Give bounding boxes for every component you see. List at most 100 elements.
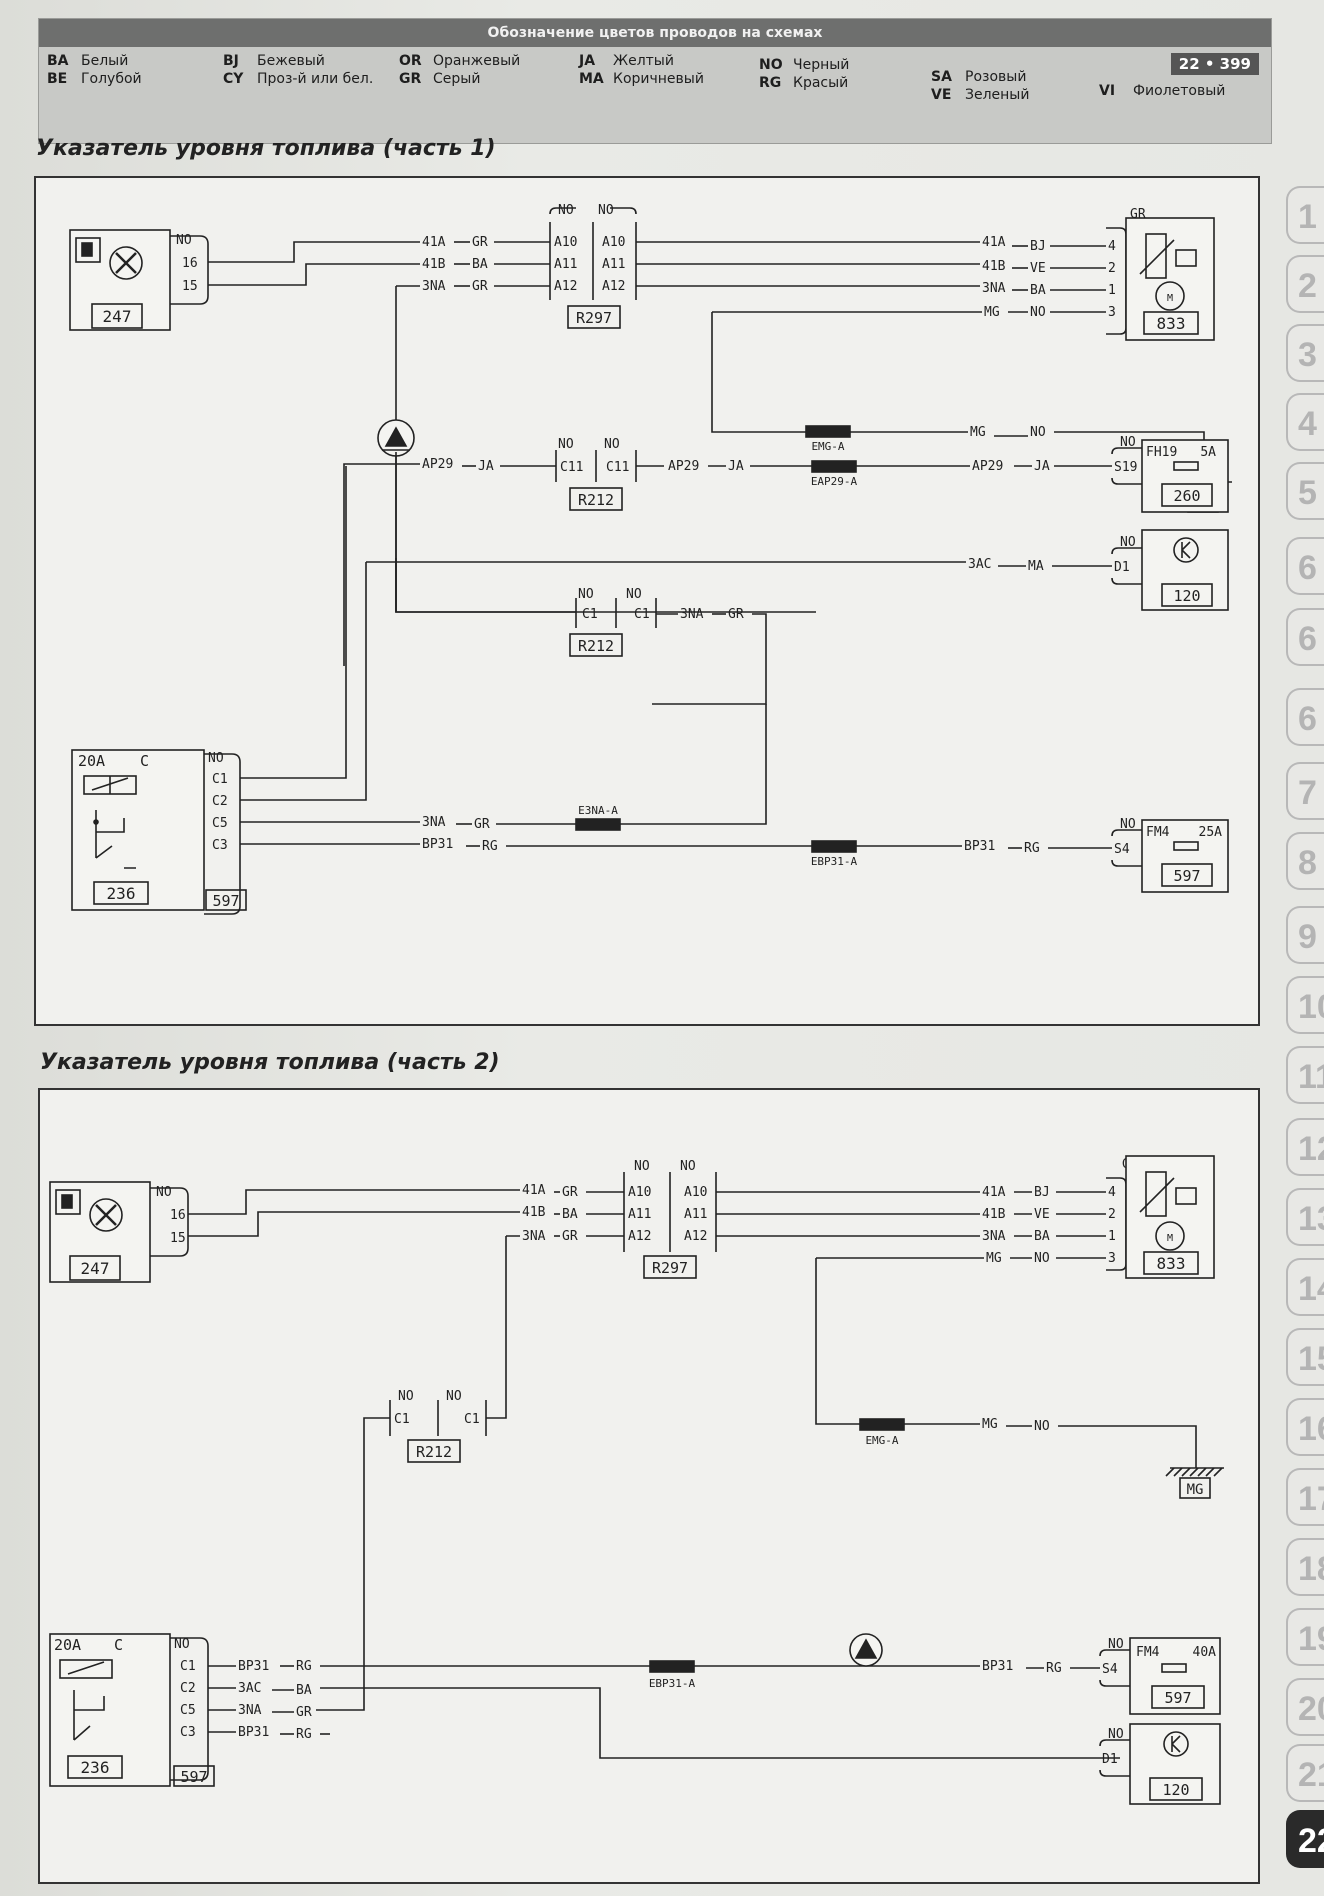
connector-r212-a: NO NO C11 C11 R212	[555, 437, 637, 511]
pin-label: C1	[394, 1412, 410, 1427]
chapter-tab[interactable]: 3	[1286, 324, 1324, 382]
connector-r212: NO NO C1 C1 R212	[389, 1389, 487, 1463]
chapter-tab[interactable]: 5	[1286, 462, 1324, 520]
wire-color-legend: Обозначение цветов проводов на схемах 22…	[38, 18, 1272, 144]
splice-label: EAP29-A	[811, 475, 858, 488]
wire-label: 3NA	[680, 607, 704, 622]
chapter-tab[interactable]: 15	[1286, 1328, 1324, 1386]
wire-label: RG	[1046, 1661, 1062, 1676]
connector-label: R212	[578, 491, 614, 509]
wire-label: BA	[472, 257, 488, 272]
pin-label: C11	[560, 460, 583, 475]
pin-label: NO	[558, 437, 574, 452]
component-247: 247 NO 16 15	[69, 229, 209, 331]
pin-label: NO	[174, 1637, 190, 1652]
splice-label: EMG-A	[811, 440, 844, 453]
wire-label: JA	[1034, 459, 1050, 474]
label-597: 597	[180, 1768, 207, 1786]
connector-label: R297	[576, 309, 612, 327]
wire-label: 3NA	[422, 815, 446, 830]
pin-label: A10	[628, 1185, 651, 1200]
wire-label: GR	[728, 607, 744, 622]
chapter-tab[interactable]: 17	[1286, 1468, 1324, 1526]
wire-label: BP31	[422, 837, 453, 852]
fuse-rating: 5A	[1200, 445, 1216, 460]
label-247: 247	[81, 1259, 110, 1278]
pin-label: S19	[1114, 460, 1137, 475]
label-597: 597	[212, 892, 239, 910]
chapter-tab[interactable]: 2	[1286, 255, 1324, 313]
chapter-tab[interactable]: 4	[1286, 393, 1324, 451]
pin-label: NO	[1120, 535, 1136, 550]
pin-label: A12	[602, 279, 625, 294]
wire-label: RG	[296, 1727, 312, 1742]
component-236: 20A C 236 NO C1 C2 C5 C3 597	[49, 1633, 215, 1787]
chapter-tab[interactable]: 13	[1286, 1188, 1324, 1246]
fuse-label: FH19	[1146, 445, 1177, 460]
ground-icon: MG	[1165, 1467, 1224, 1499]
wire-label: 3NA	[522, 1229, 546, 1244]
label-597: 597	[1164, 1689, 1191, 1707]
connector-r297: NO NO A10 A11 A12 A10 A11 A12 R297	[549, 203, 637, 329]
chapter-tab[interactable]: 7	[1286, 762, 1324, 820]
pin-label: NO	[446, 1389, 462, 1404]
splice-emg	[805, 425, 851, 438]
chapter-tab[interactable]: 18	[1286, 1538, 1324, 1596]
pin-label: S4	[1102, 1662, 1118, 1677]
chapter-tab[interactable]: 6	[1286, 608, 1324, 666]
wire-label: 41A	[422, 235, 446, 250]
component-120: NO D1 120	[1099, 1723, 1221, 1805]
fuse-rating: 20A	[78, 752, 105, 770]
chapter-tab[interactable]: 6	[1286, 688, 1324, 746]
wire-label: GR	[474, 817, 490, 832]
pin-label: A10	[602, 235, 625, 250]
pin-label: NO	[626, 587, 642, 602]
pin-label: A11	[602, 257, 625, 272]
svg-text:M: M	[1167, 293, 1173, 304]
connector-label: R297	[652, 1259, 688, 1277]
label-833: 833	[1157, 1254, 1186, 1273]
component-597: NO S4 FM4 25A 597	[1111, 817, 1229, 893]
pin-label: S4	[1114, 842, 1130, 857]
wiring-diagram-part-1: 247 NO 16 15 41A GR 41B BA 3NA GR	[34, 176, 1260, 1026]
wire-label: 41B	[522, 1205, 546, 1220]
chapter-tab[interactable]: 1	[1286, 186, 1324, 244]
chapter-tab[interactable]: 14	[1286, 1258, 1324, 1316]
wire-label: AP29	[972, 459, 1003, 474]
splice-label: EMG-A	[865, 1434, 898, 1447]
chapter-tab[interactable]: 20	[1286, 1678, 1324, 1736]
section-title-part-2: Указатель уровня топлива (часть 2)	[40, 1050, 500, 1075]
connector-label: R212	[416, 1443, 452, 1461]
chapter-tab[interactable]: 19	[1286, 1608, 1324, 1666]
wire-label: GR	[296, 1705, 312, 1720]
wire-label: RG	[296, 1659, 312, 1674]
label-120: 120	[1162, 1781, 1189, 1799]
chapter-tab[interactable]: 8	[1286, 832, 1324, 890]
pin-label: 4	[1108, 239, 1116, 254]
pin-label: C11	[606, 460, 629, 475]
pin-label: C	[114, 1636, 123, 1654]
chapter-tab-active[interactable]: 22	[1286, 1810, 1324, 1868]
chapter-tab[interactable]: 6	[1286, 537, 1324, 595]
wire-label: VE	[1030, 261, 1046, 276]
chapter-tab[interactable]: 11	[1286, 1046, 1324, 1104]
component-236: 20A C 236 NO C1 C2 C5 C3 597	[71, 749, 247, 915]
chapter-tab[interactable]: 16	[1286, 1398, 1324, 1456]
chapter-tab[interactable]: 10	[1286, 976, 1324, 1034]
wire-label: BJ	[1034, 1185, 1050, 1200]
wire-label: 41A	[982, 1185, 1006, 1200]
component-597: NO S4 FM4 40A 597	[1099, 1637, 1221, 1715]
wire-label: 3NA	[982, 281, 1006, 296]
chapter-tab[interactable]: 9	[1286, 906, 1324, 964]
chapter-tab[interactable]: 12	[1286, 1118, 1324, 1176]
chapter-tab[interactable]: 21	[1286, 1744, 1324, 1802]
